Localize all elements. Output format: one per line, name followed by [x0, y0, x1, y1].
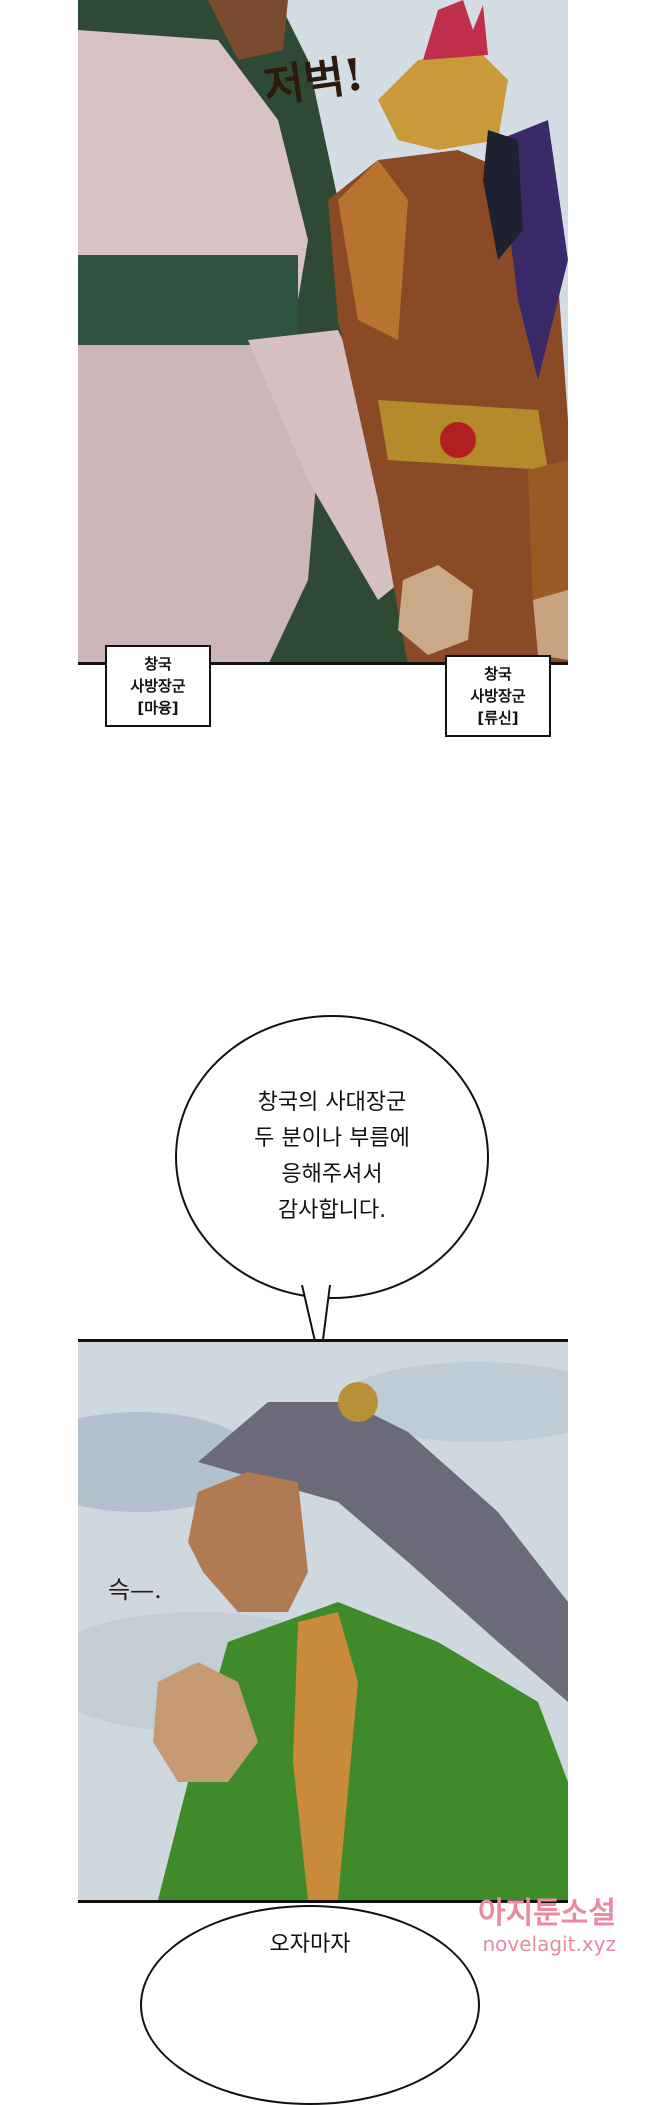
caption-line: 사방장군	[130, 677, 186, 695]
speech-text: 창국의 사대장군 두 분이나 부름에 응해주셔서 감사합니다.	[254, 1090, 410, 1223]
speech-bubble: 오자마자	[140, 1905, 480, 2105]
generals-artwork	[78, 0, 568, 665]
elder-artwork	[78, 1342, 568, 1900]
caption-line: 창국	[484, 665, 512, 683]
caption-line: 창국	[144, 655, 172, 673]
watermark: 아지툰소설 novelagit.xyz	[478, 1888, 616, 1956]
watermark-brand: 아지툰소설	[478, 1896, 616, 1931]
watermark-url: novelagit.xyz	[482, 1932, 617, 1956]
comic-panel-generals: 저벅!	[78, 0, 568, 665]
caption-ma-yung: 창국 사방장군 [마융]	[105, 645, 211, 727]
sfx-swish: 슥—.	[108, 1576, 162, 1604]
caption-line: 사방장군	[470, 687, 526, 705]
caption-line: [류신]	[477, 709, 519, 727]
comic-panel-elder: 슥—.	[78, 1339, 568, 1903]
speech-bubble: 창국의 사대장군 두 분이나 부름에 응해주셔서 감사합니다.	[175, 1015, 489, 1299]
speech-text: 오자마자	[269, 1932, 351, 1957]
caption-ryu-shin: 창국 사방장군 [류신]	[445, 655, 551, 737]
caption-line: [마융]	[137, 699, 179, 717]
